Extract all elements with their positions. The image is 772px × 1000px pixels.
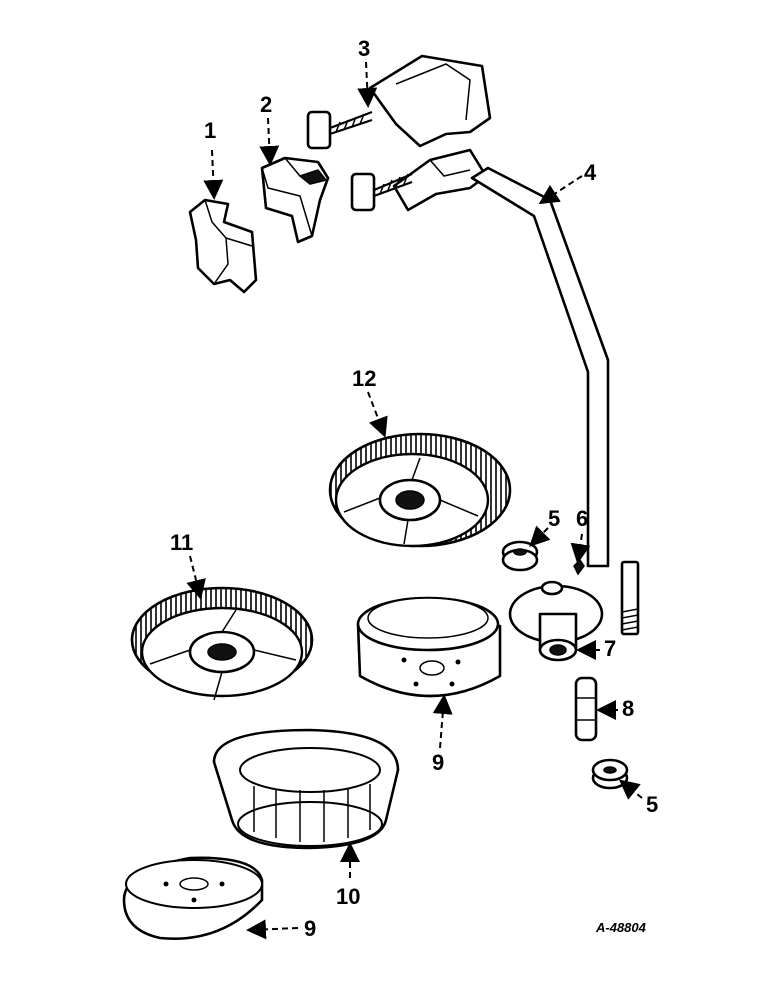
part-11-wheel — [130, 586, 314, 701]
callout-7: 7 — [604, 636, 616, 661]
part-8-spacer — [574, 676, 598, 742]
callout-8: 8 — [622, 696, 634, 721]
part-3-u-bracket — [306, 54, 492, 212]
callout-2: 2 — [260, 92, 272, 117]
callout-12: 12 — [352, 366, 376, 391]
callout-1: 1 — [204, 118, 216, 143]
leader-lines — [186, 61, 643, 940]
part-7-hub — [508, 580, 604, 662]
part-5-bushing-upper — [501, 540, 539, 572]
callout-5-lower: 5 — [646, 792, 658, 817]
part-4-axle-bar — [470, 166, 640, 636]
part-12-wheel — [328, 432, 512, 548]
part-1-clip — [188, 198, 258, 294]
part-5-bushing-lower — [591, 758, 629, 790]
callout-10: 10 — [336, 884, 360, 909]
part-6-pin — [573, 558, 585, 576]
callout-11: 11 — [170, 530, 193, 555]
callout-labels: 1 2 3 4 5 5 6 7 8 9 9 10 11 12 — [170, 36, 658, 941]
callout-5-upper: 5 — [548, 506, 560, 531]
part-2-clamp — [260, 156, 330, 244]
part-10-tire — [212, 728, 400, 850]
reference-code: A-48804 — [595, 920, 647, 935]
callout-6: 6 — [576, 506, 588, 531]
callout-3: 3 — [358, 36, 370, 61]
callout-9-lower: 9 — [304, 916, 316, 941]
part-9-rim-half-lower — [122, 856, 264, 940]
callout-4: 4 — [584, 160, 597, 185]
callout-9-upper: 9 — [432, 750, 444, 775]
part-9-rim-half-upper — [356, 596, 502, 698]
